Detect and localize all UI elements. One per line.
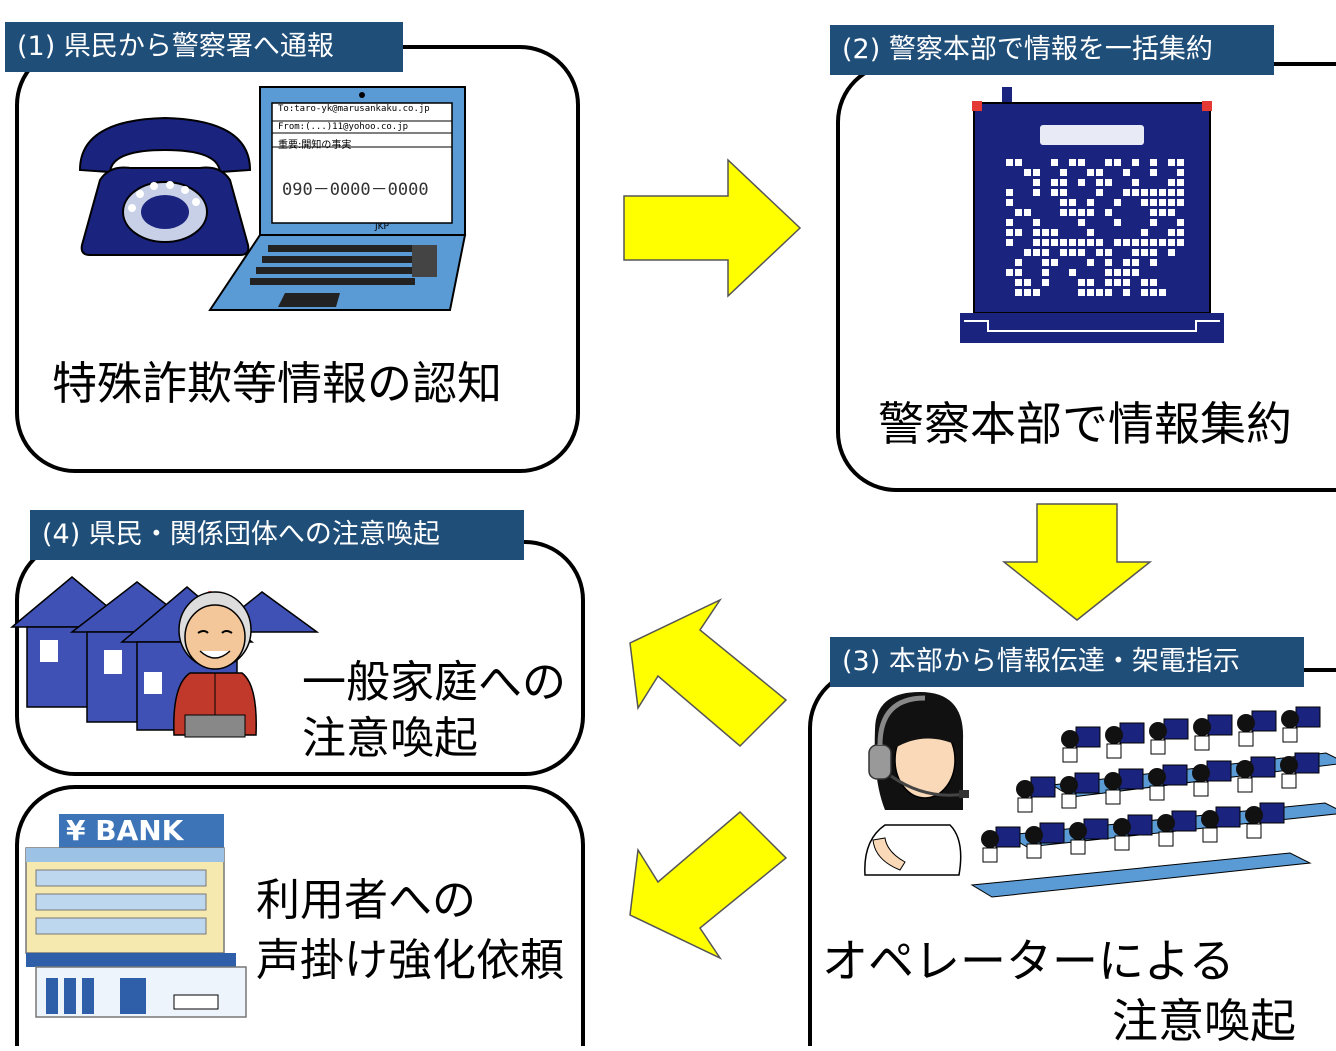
step3-caption-line1: オペレーターによる xyxy=(822,934,1235,988)
arrow-down-left xyxy=(629,810,788,960)
home-box-line2: 注意喚起 xyxy=(302,713,478,764)
laptop-email-from: From:(...)11@yohoo.co.jp xyxy=(278,122,409,132)
home-box-line1: 一般家庭への xyxy=(302,657,566,708)
step1-caption: 特殊詐欺等情報の認知 xyxy=(52,357,503,410)
laptop-email-subject: 重要:開知の事実 xyxy=(278,140,352,151)
step1-label: (1) 県民から警察署へ通報 xyxy=(5,22,403,72)
step2-label: (2) 警察本部で情報を一括集約 xyxy=(830,25,1274,75)
laptop-brand: JKP xyxy=(375,222,389,232)
telephone-icon xyxy=(78,116,252,256)
step4-label: (4) 県民・関係団体への注意喚起 xyxy=(30,510,524,560)
bank-box-line2: 声掛け強化依頼 xyxy=(256,935,564,986)
arrow-down xyxy=(1001,503,1153,621)
bank-sign: ¥ BANK xyxy=(66,814,184,847)
bank-building-icon xyxy=(25,814,247,1018)
bank-box-line1: 利用者への xyxy=(256,875,476,926)
elderly-person-icon xyxy=(173,591,257,738)
step2-caption: 警察本部で情報集約 xyxy=(878,397,1292,451)
operator-icon xyxy=(864,692,969,876)
server-device-icon xyxy=(960,87,1224,343)
step3-caption-line2: 注意喚起 xyxy=(1112,994,1296,1048)
laptop-phone-number: 090－0000－0000 xyxy=(282,180,429,200)
laptop-icon xyxy=(208,86,467,311)
step3-label: (3) 本部から情報伝達・架電指示 xyxy=(830,637,1304,687)
arrow-right xyxy=(623,158,802,298)
laptop-email-to: To:taro-yk@marusankaku.co.jp xyxy=(278,104,430,114)
call-center-icon xyxy=(970,706,1336,898)
houses-icon xyxy=(9,576,320,731)
arrow-up-left xyxy=(629,598,788,748)
